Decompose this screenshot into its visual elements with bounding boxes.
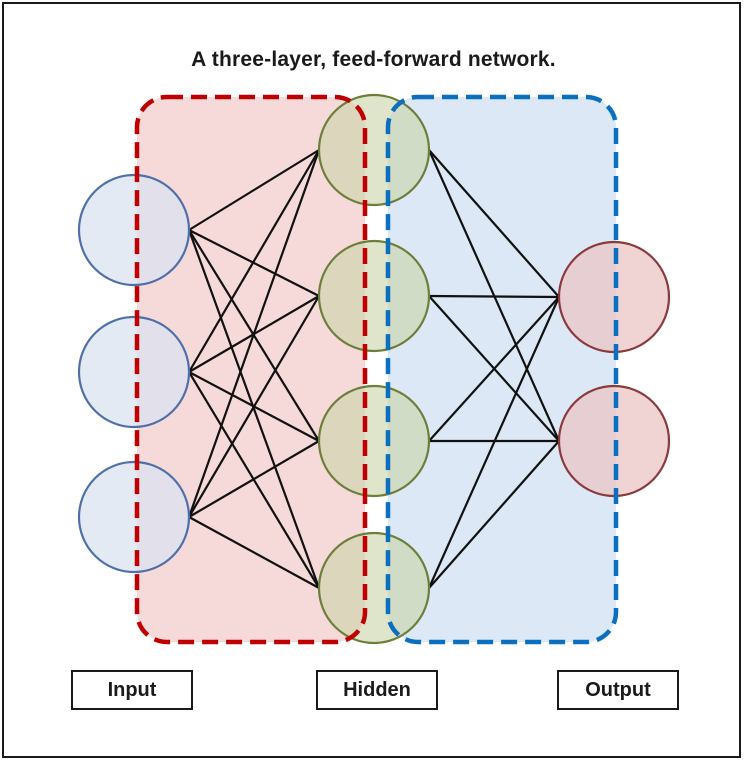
input-node-2 bbox=[77, 315, 191, 429]
input-node-1 bbox=[77, 173, 191, 287]
hidden-output-group-fill bbox=[388, 97, 616, 642]
edge-input-1-hidden-1 bbox=[188, 149, 320, 231]
hidden-output-group-border bbox=[385, 94, 619, 645]
edge-hidden-4-output-1 bbox=[427, 296, 561, 589]
input-hidden-group-border bbox=[134, 94, 368, 645]
diagram-frame bbox=[2, 2, 741, 758]
edge-input-3-hidden-3 bbox=[188, 440, 320, 518]
edge-hidden-1-output-1 bbox=[428, 149, 560, 298]
edge-hidden-2-output-1 bbox=[428, 294, 560, 299]
hidden-label: Hidden bbox=[316, 670, 438, 710]
connection-edges bbox=[187, 149, 561, 589]
hidden-node-2 bbox=[317, 239, 431, 353]
input-node-3 bbox=[77, 460, 191, 574]
edge-input-1-hidden-4 bbox=[187, 229, 321, 589]
hidden-node-1 bbox=[317, 93, 431, 207]
output-label: Output bbox=[557, 670, 679, 710]
input-label: Input bbox=[71, 670, 193, 710]
hidden-node-4 bbox=[317, 531, 431, 645]
edge-input-3-hidden-4 bbox=[188, 516, 320, 589]
edge-input-3-hidden-1 bbox=[187, 149, 321, 518]
diagram-title: A three-layer, feed-forward network. bbox=[191, 48, 556, 71]
edge-input-3-hidden-2 bbox=[188, 295, 320, 518]
edge-hidden-3-output-1 bbox=[428, 296, 560, 442]
edge-hidden-4-output-2 bbox=[428, 440, 560, 589]
hidden-node-3 bbox=[317, 384, 431, 498]
edge-input-2-hidden-1 bbox=[188, 149, 320, 373]
